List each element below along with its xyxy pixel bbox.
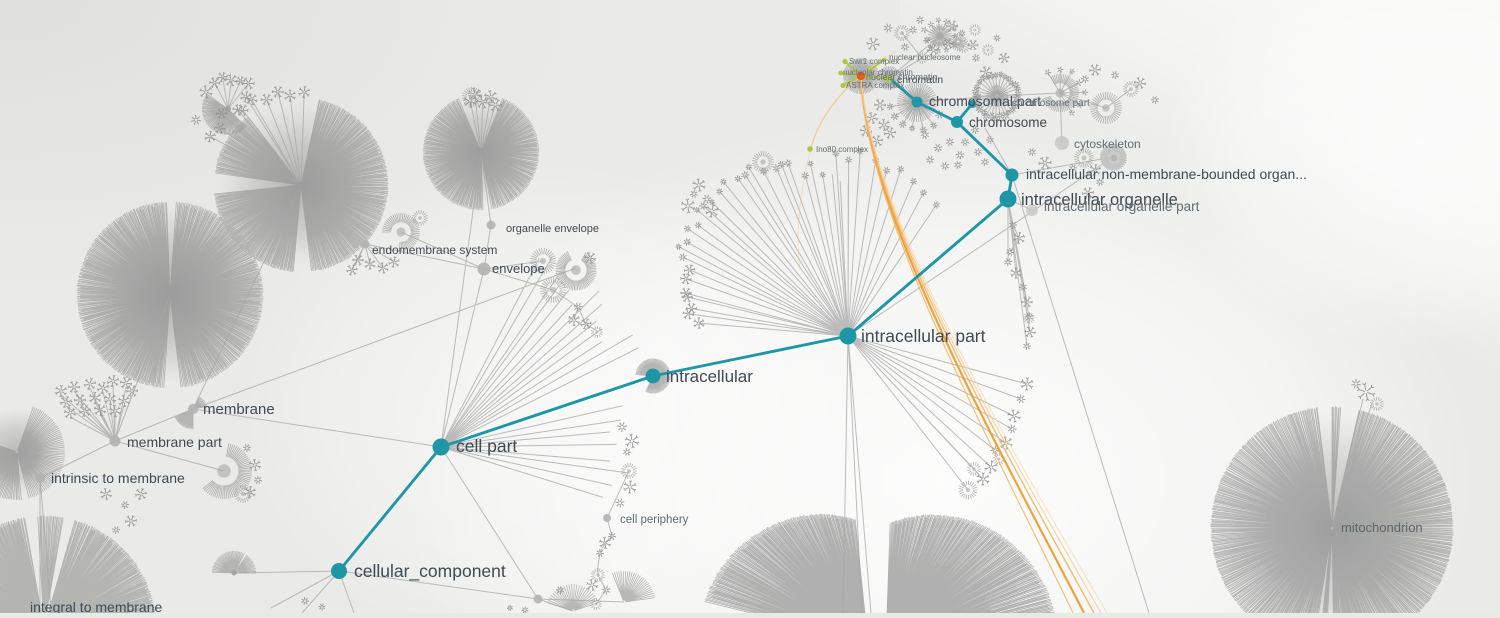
svg-text:intracellular organelle part: intracellular organelle part — [1044, 199, 1200, 214]
svg-text:nucleolar chromatin: nucleolar chromatin — [843, 68, 913, 77]
svg-text:membrane part: membrane part — [127, 434, 222, 450]
svg-text:intracellular part: intracellular part — [861, 326, 986, 346]
svg-text:integral to membrane: integral to membrane — [30, 599, 163, 613]
svg-text:ASTRA complex: ASTRA complex — [846, 81, 904, 90]
svg-text:membrane: membrane — [203, 401, 275, 418]
svg-text:cell periphery: cell periphery — [620, 514, 689, 526]
svg-text:Ino80 complex: Ino80 complex — [816, 145, 868, 154]
svg-text:envelope: envelope — [492, 261, 545, 276]
svg-text:nuclear chromatin: nuclear chromatin — [866, 72, 938, 82]
svg-text:cell part: cell part — [456, 436, 517, 456]
svg-text:intracellular non-membrane-bou: intracellular non-membrane-bounded organ… — [1026, 166, 1307, 182]
svg-text:nuclear nucleosome: nuclear nucleosome — [889, 53, 961, 62]
svg-text:cytoskeleton: cytoskeleton — [1074, 137, 1141, 151]
svg-text:mitochondrion: mitochondrion — [1341, 520, 1423, 535]
svg-text:intrinsic to membrane: intrinsic to membrane — [51, 470, 185, 486]
svg-text:chromosome part: chromosome part — [1012, 98, 1090, 109]
svg-text:intracellular organelle: intracellular organelle — [1021, 191, 1178, 209]
svg-text:intracellular: intracellular — [666, 367, 753, 386]
svg-text:chromosome: chromosome — [969, 115, 1047, 130]
svg-text:organelle envelope: organelle envelope — [506, 223, 599, 235]
svg-text:chromatin: chromatin — [897, 74, 943, 86]
svg-text:cellular_component: cellular_component — [354, 561, 506, 582]
svg-text:endomembrane system: endomembrane system — [372, 243, 497, 257]
svg-text:Swr1 complex: Swr1 complex — [849, 57, 899, 66]
svg-text:chromosomal part: chromosomal part — [929, 93, 1041, 109]
